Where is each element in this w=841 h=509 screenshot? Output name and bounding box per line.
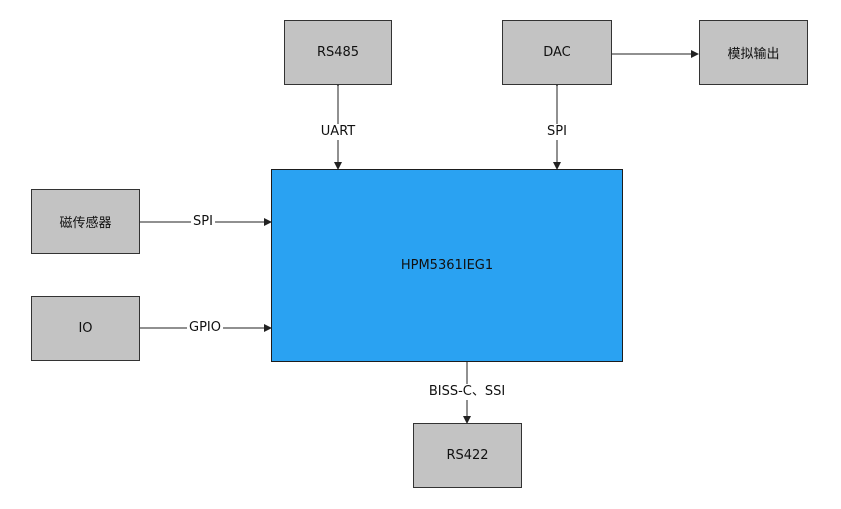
dac-block: DAC <box>502 20 612 85</box>
mcu-block-label: HPM5361IEG1 <box>400 258 494 273</box>
gpio-link-label: GPIO <box>187 320 223 336</box>
rs485-block-label: RS485 <box>316 45 360 60</box>
io-block-label: IO <box>78 321 93 336</box>
dac-block-label: DAC <box>543 45 571 60</box>
rs422-block: RS422 <box>413 423 522 488</box>
analog-output-block: 模拟输出 <box>699 20 808 85</box>
rs422-block-label: RS422 <box>446 448 489 463</box>
uart-link-label: UART <box>318 124 358 140</box>
magnetic-sensor-block-label: 磁传感器 <box>59 216 112 231</box>
mcu-block: HPM5361IEG1 <box>271 169 623 362</box>
spi-sensor-link-label: SPI <box>191 214 215 230</box>
io-block: IO <box>31 296 140 361</box>
rs485-block: RS485 <box>284 20 392 85</box>
magnetic-sensor-block: 磁传感器 <box>31 189 140 254</box>
analog-output-block-label: 模拟输出 <box>727 47 780 62</box>
spi-dac-link-label: SPI <box>545 124 569 140</box>
biss-link-label: BISS-C、SSI <box>426 384 508 400</box>
